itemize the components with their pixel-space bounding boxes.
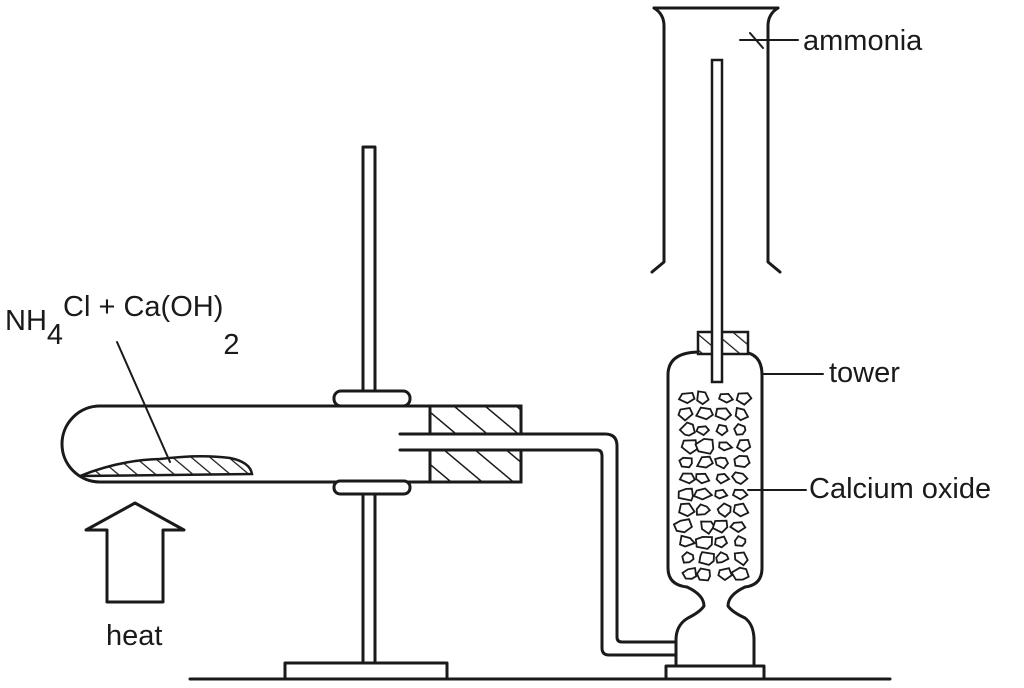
lump: [677, 391, 696, 405]
lump: [735, 438, 752, 453]
delivery-tube: [398, 432, 712, 657]
lump: [694, 535, 713, 550]
lump: [733, 423, 747, 436]
lump: [696, 390, 710, 406]
lump: [715, 423, 729, 437]
lump: [734, 406, 750, 422]
lump: [731, 488, 749, 501]
lump: [695, 425, 711, 437]
test-tube: [60, 404, 433, 484]
lump: [695, 472, 711, 485]
clamp-bottom: [332, 479, 412, 496]
lump: [678, 534, 697, 548]
lump: [714, 535, 729, 549]
lump: [733, 454, 751, 468]
lump: [694, 406, 715, 421]
calcium-oxide-lumps: [672, 390, 753, 582]
lump: [714, 407, 733, 421]
label-heat: heat: [106, 620, 162, 652]
lump: [678, 456, 693, 469]
label-ammonia: ammonia: [803, 25, 923, 57]
lump: [695, 567, 711, 582]
lump: [692, 487, 714, 501]
pointer-ammonia-tick: [749, 32, 764, 49]
label-tower: tower: [829, 357, 900, 389]
lump: [735, 392, 753, 406]
lump: [711, 519, 729, 534]
lump: [733, 551, 749, 567]
gas-jar: [650, 6, 782, 274]
lump: [715, 551, 730, 564]
lump: [718, 392, 735, 404]
lump: [681, 551, 695, 564]
lump: [718, 441, 734, 452]
lump: [680, 439, 699, 455]
lump: [716, 502, 732, 518]
outlet-tube: [710, 58, 724, 384]
label-reactant: NH4Cl + Ca(OH)2: [5, 291, 240, 361]
label-calcium-oxide: Calcium oxide: [809, 473, 991, 505]
lump: [733, 534, 747, 547]
lump: [717, 567, 733, 582]
lump: [730, 566, 750, 581]
lump: [700, 520, 716, 536]
lump: [677, 407, 694, 422]
lump: [714, 488, 729, 500]
lump: [672, 518, 693, 534]
clamp-top: [332, 389, 412, 408]
lump: [695, 455, 714, 469]
lump: [698, 551, 715, 566]
lump: [677, 487, 694, 502]
lump: [715, 473, 731, 485]
lump: [681, 566, 698, 580]
lump: [678, 502, 696, 518]
lump: [695, 503, 712, 516]
lump: [714, 456, 730, 470]
lump: [732, 502, 750, 518]
pointer-reactant: [116, 341, 171, 463]
heat-arrow: [84, 501, 186, 604]
lump: [730, 471, 749, 486]
lump: [729, 521, 747, 534]
lump: [678, 472, 696, 485]
reactant-mixture: [79, 454, 254, 478]
lump: [678, 421, 696, 437]
lump: [694, 437, 715, 455]
